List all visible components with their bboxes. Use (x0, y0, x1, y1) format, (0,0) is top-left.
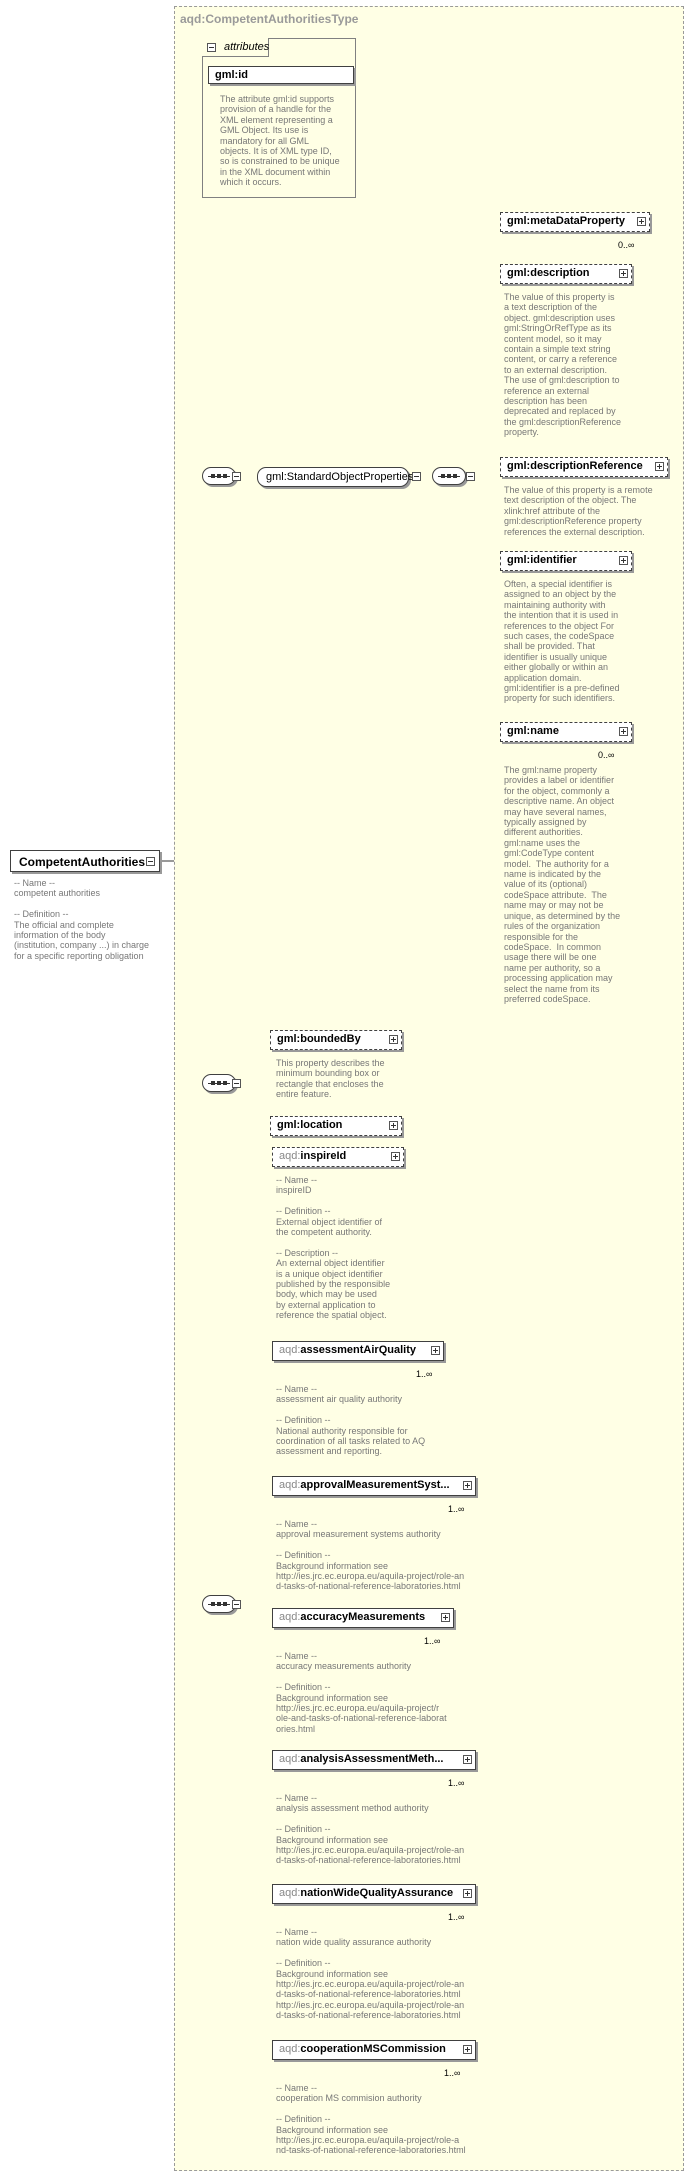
attributes-group (202, 38, 356, 198)
element-label: gml:name (507, 725, 559, 737)
element-label: gml:description (507, 267, 590, 279)
cardinality: 0..∞ (618, 240, 635, 250)
expand-icon[interactable] (431, 1346, 440, 1355)
root-element-label: CompetentAuthorities (19, 855, 145, 869)
element-prefix: aqd: (279, 1753, 301, 1765)
expand-icon[interactable] (637, 217, 646, 226)
group-standard-object-properties[interactable]: gml:StandardObjectProperties (257, 467, 413, 487)
element-label: approvalMeasurementSyst... (300, 1479, 450, 1491)
element-label: assessmentAirQuality (300, 1344, 416, 1356)
cardinality: 0..∞ (598, 750, 615, 760)
element-doc: Often, a special identifier is assigned … (504, 579, 620, 704)
element-description[interactable]: gml:description (500, 264, 632, 284)
expand-icon[interactable] (619, 727, 628, 736)
collapse-icon[interactable] (232, 1600, 241, 1609)
element-description-reference[interactable]: gml:descriptionReference (500, 457, 668, 477)
collapse-icon[interactable] (146, 857, 155, 866)
root-element[interactable]: CompetentAuthorities (10, 850, 160, 872)
element-label: cooperationMSCommission (300, 2043, 446, 2055)
element-doc: -- Name -- analysis assessment method au… (276, 1793, 465, 1866)
cardinality: 1..∞ (448, 1912, 465, 1922)
element-prefix: aqd: (279, 1150, 301, 1162)
cardinality: 1..∞ (444, 2068, 461, 2078)
element-analysis-assessment-method[interactable]: aqd:analysisAssessmentMeth... (272, 1750, 476, 1770)
sequence-compositor (202, 1595, 236, 1613)
element-prefix: aqd: (279, 2043, 301, 2055)
element-boundedby[interactable]: gml:boundedBy (270, 1030, 402, 1050)
element-doc: The value of this property is a text des… (504, 292, 622, 438)
element-doc: -- Name -- accuracy measurements authori… (276, 1651, 447, 1734)
expand-icon[interactable] (655, 462, 664, 471)
element-label: inspireId (300, 1150, 347, 1162)
element-label: accuracyMeasurements (300, 1611, 426, 1623)
element-doc: -- Name -- nation wide quality assurance… (276, 1927, 465, 2021)
collapse-icon[interactable] (232, 1079, 241, 1088)
attribute-gml-id[interactable]: gml:id (208, 66, 354, 84)
element-nation-wide-quality-assurance[interactable]: aqd:nationWideQualityAssurance (272, 1884, 476, 1904)
attributes-tab (202, 38, 269, 57)
expand-icon[interactable] (389, 1121, 398, 1130)
expand-icon[interactable] (619, 269, 628, 278)
element-doc: -- Name -- inspireID -- Definition -- Ex… (276, 1175, 391, 1321)
collapse-icon[interactable] (466, 472, 475, 481)
element-metadataproperty[interactable]: gml:metaDataProperty (500, 212, 650, 232)
element-label: gml:descriptionReference (507, 460, 643, 472)
element-label: gml:identifier (507, 554, 577, 566)
element-label: gml:location (277, 1119, 343, 1131)
element-label: analysisAssessmentMeth... (300, 1753, 444, 1765)
collapse-icon[interactable] (207, 43, 216, 52)
cardinality: 1..∞ (448, 1504, 465, 1514)
attributes-label: attributes (224, 41, 270, 53)
type-title: aqd:CompetentAuthoritiesType (180, 12, 359, 26)
collapse-icon[interactable] (232, 472, 241, 481)
cardinality: 1..∞ (416, 1369, 433, 1379)
element-approval-measurement-systems[interactable]: aqd:approvalMeasurementSyst... (272, 1476, 476, 1496)
attribute-doc: The attribute gml:id supports provision … (220, 94, 340, 188)
element-doc: -- Name -- approval measurement systems … (276, 1519, 465, 1592)
element-label: nationWideQualityAssurance (300, 1887, 454, 1899)
expand-icon[interactable] (463, 1889, 472, 1898)
element-location[interactable]: gml:location (270, 1116, 402, 1136)
element-doc: The gml:name property provides a label o… (504, 765, 621, 1004)
element-identifier[interactable]: gml:identifier (500, 551, 632, 571)
expand-icon[interactable] (463, 2045, 472, 2054)
cardinality: 1..∞ (448, 1778, 465, 1788)
element-prefix: aqd: (279, 1887, 301, 1899)
collapse-icon[interactable] (412, 472, 421, 481)
root-doc: -- Name -- competent authorities -- Defi… (14, 878, 150, 961)
element-inspireid[interactable]: aqd:inspireId (272, 1147, 404, 1167)
expand-icon[interactable] (619, 556, 628, 565)
element-prefix: aqd: (279, 1344, 301, 1356)
element-assessment-air-quality[interactable]: aqd:assessmentAirQuality (272, 1341, 444, 1361)
element-name[interactable]: gml:name (500, 722, 632, 742)
sequence-compositor (202, 1074, 236, 1092)
element-prefix: aqd: (279, 1479, 301, 1491)
sequence-compositor (202, 467, 236, 485)
element-doc: This property describes the minimum boun… (276, 1058, 385, 1100)
expand-icon[interactable] (463, 1755, 472, 1764)
element-accuracy-measurements[interactable]: aqd:accuracyMeasurements (272, 1608, 454, 1628)
expand-icon[interactable] (441, 1613, 450, 1622)
expand-icon[interactable] (463, 1481, 472, 1490)
element-cooperation-ms-commission[interactable]: aqd:cooperationMSCommission (272, 2040, 476, 2060)
expand-icon[interactable] (391, 1152, 400, 1161)
complex-type-box (174, 6, 684, 2171)
element-doc: -- Name -- assessment air quality author… (276, 1384, 426, 1457)
element-label: gml:metaDataProperty (507, 215, 625, 227)
element-label: gml:boundedBy (277, 1033, 361, 1045)
cardinality: 1..∞ (424, 1636, 441, 1646)
element-doc: The value of this property is a remote t… (504, 485, 653, 537)
element-doc: -- Name -- cooperation MS commision auth… (276, 2083, 466, 2156)
sequence-compositor (432, 467, 466, 485)
expand-icon[interactable] (389, 1035, 398, 1044)
element-prefix: aqd: (279, 1611, 301, 1623)
